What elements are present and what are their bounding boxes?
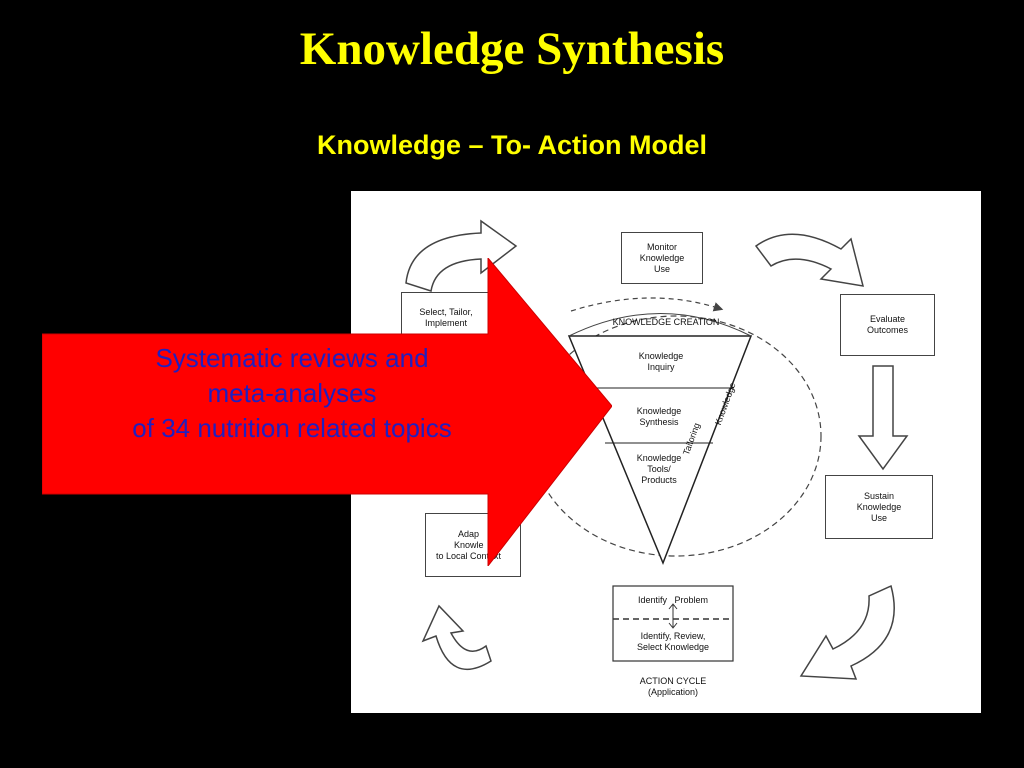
curved-arrow-bottom-right xyxy=(799,584,895,680)
identify-problem-label: Identify Problem xyxy=(637,595,709,605)
action-cycle-label: ACTION CYCLE (Application) xyxy=(639,676,707,697)
dashed-arrow-top xyxy=(570,297,724,312)
knowledge-synthesis-label: Knowledge Synthesis xyxy=(636,406,682,427)
red-arrow-shape xyxy=(42,258,612,566)
curved-arrow-top-left xyxy=(405,219,518,292)
action-cycle-dashed-circle xyxy=(530,315,822,557)
knowledge-creation-label: KNOWLEDGE CREATION xyxy=(612,317,720,327)
slide-title: Knowledge Synthesis xyxy=(299,23,725,75)
identify-review-select-label: Identify, Review, Select Knowledge xyxy=(636,631,710,652)
knowledge-tools-label: Knowledge Tools/ Products xyxy=(636,453,682,485)
callout-line-2: meta-analyses xyxy=(207,378,377,408)
diagram-graphics xyxy=(405,219,909,680)
updown-arrow-icon xyxy=(668,603,678,629)
knowledge-creation-arc xyxy=(568,313,752,337)
monitor-knowledge-use-box: Monitor Knowledge Use xyxy=(621,232,703,284)
curved-arrow-top-right xyxy=(754,233,865,287)
curved-arrow-bottom-left xyxy=(421,604,492,670)
callout-line-3: of 34 nutrition related topics xyxy=(132,413,452,443)
knowledge-to-action-diagram: Monitor Knowledge Use Evaluate Outcomes … xyxy=(351,191,981,713)
slide-subtitle: Knowledge – To- Action Model xyxy=(317,130,707,160)
evaluate-outcomes-box: Evaluate Outcomes xyxy=(840,294,935,356)
down-arrow-right xyxy=(857,365,909,471)
sustain-knowledge-use-box: Sustain Knowledge Use xyxy=(825,475,933,539)
callout-line-1: Systematic reviews and xyxy=(155,343,429,373)
callout-text: Systematic reviews and meta-analyses of … xyxy=(42,338,542,449)
red-callout-arrow xyxy=(42,258,612,566)
knowledge-funnel xyxy=(567,335,753,566)
knowledge-inquiry-label: Knowledge Inquiry xyxy=(638,351,684,372)
